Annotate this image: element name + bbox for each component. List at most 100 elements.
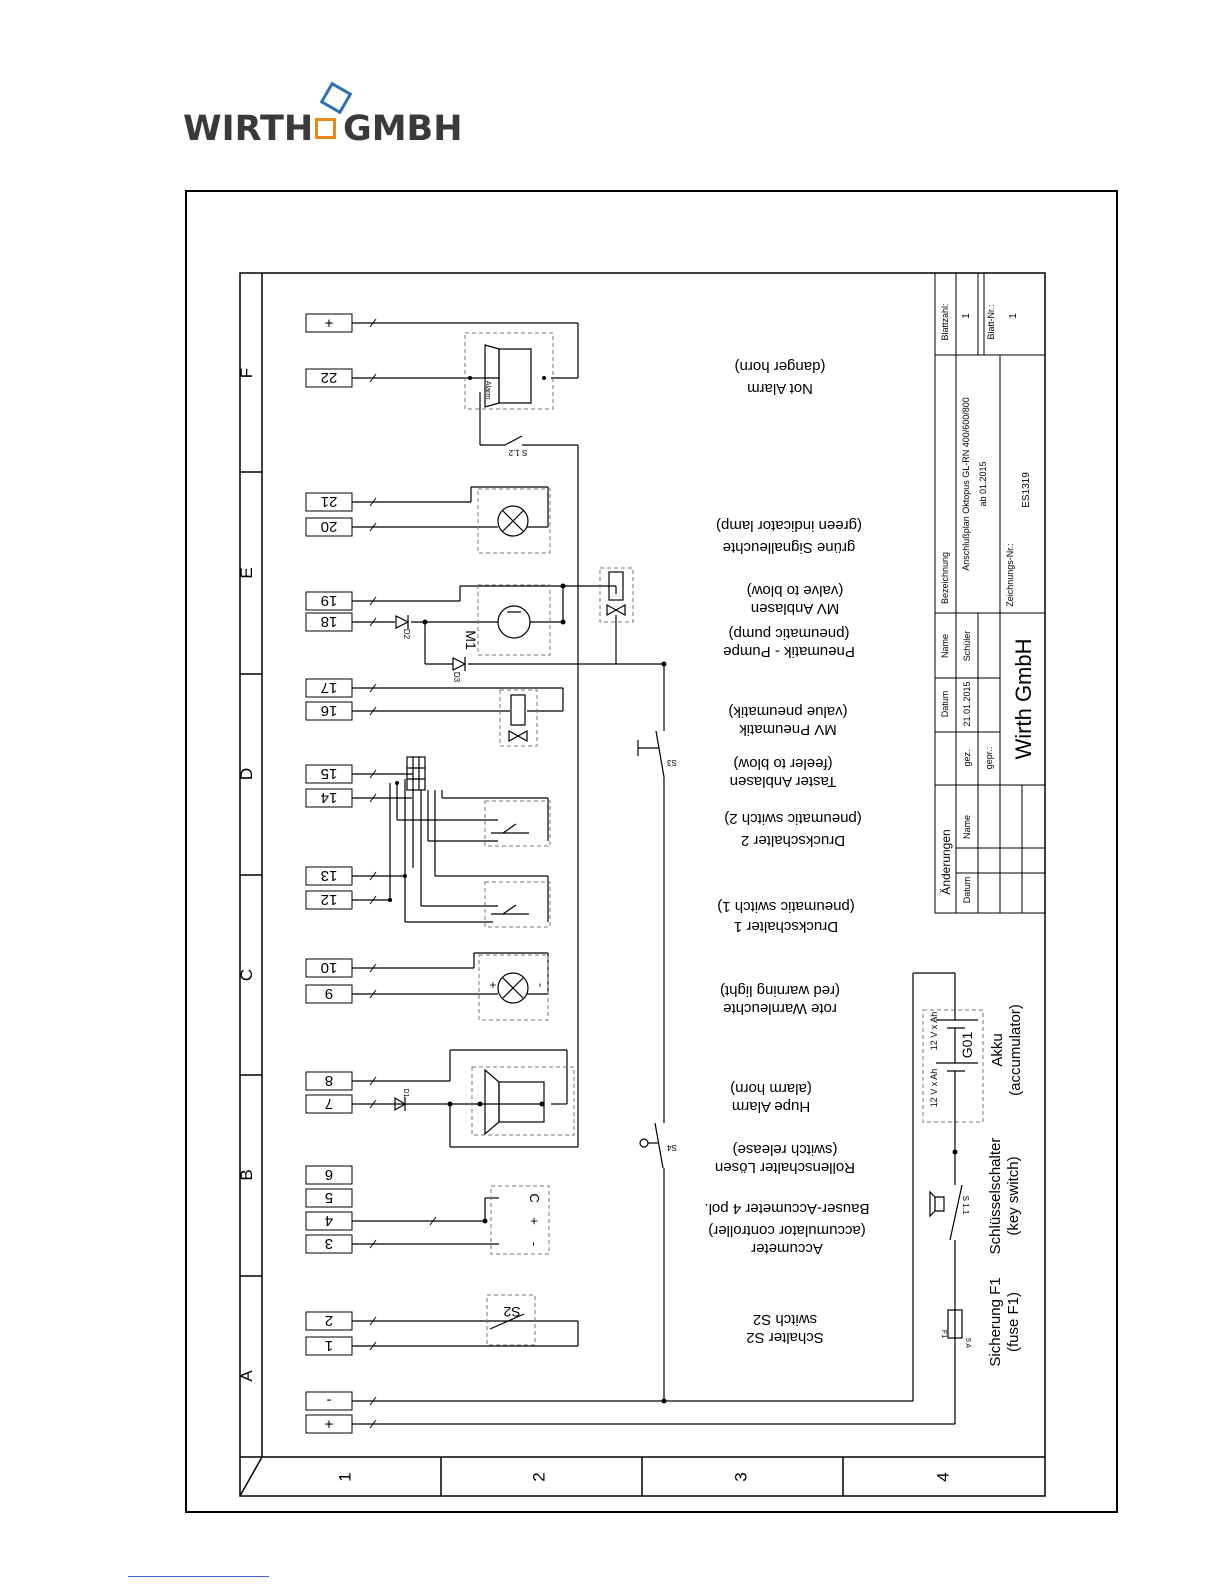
desc-gruene: grüne Signalleuchte [723,539,856,556]
desc-taster-en: (feeler to blow) [733,755,832,772]
desc-hupe: Hupe Alarm [732,1098,810,1115]
switch-s3-tag: S3 [667,758,677,767]
component-tags: S2 - + C D1 D2 D3 M1 S3 S4 S 1.2 S 1.1 F… [402,381,975,1349]
terminal-label: 21 [321,493,338,510]
battery-g01-tag: G01 [959,1032,975,1059]
title-gez-date: 21.01.2015 [962,681,972,726]
desc-pumpe-en: (pneumatic pump) [729,625,850,642]
battery-2-rating: 12 V x Ah [929,1012,939,1051]
desc-hupe-en: (alarm horn) [730,1080,812,1097]
terminal-label: 15 [321,765,338,782]
terminal-label: 2 [325,1312,333,1329]
accumeter-pin-minus: - [527,1242,542,1246]
component-descriptions: Schalter S2 switch S2 Accumeter (accumul… [704,358,1024,1367]
component-symbols [394,344,978,1339]
terminal-label: 14 [321,789,338,806]
grid-row-label: F [237,368,256,378]
grid-row-label: D [237,768,256,780]
title-ab: ab 01.2015 [978,461,988,506]
title-name: Name [940,634,950,658]
terminal-label: + [324,1415,333,1432]
terminal-label: 6 [325,1166,333,1183]
grid-row-label: E [237,567,256,578]
fuse-f1-tag: F1 [940,1330,947,1338]
grid-col-label: 2 [529,1472,548,1481]
footer-link-underline[interactable] [128,1576,269,1577]
title-zeichnungsnr: Zeichnungs-Nr.: [1005,543,1015,607]
switch-s2-tag: S2 [503,1304,520,1320]
title-datum-col: Datum [962,877,972,904]
accumeter-pin-plus: + [527,1217,542,1225]
horn-alarm-tag: Alarm [484,381,491,399]
desc-taster: Taster Anblasen [730,773,837,790]
desc-rollen-en: (switch release) [732,1141,837,1158]
battery-1-rating: 12 V x Ah [929,1069,939,1108]
terminal-label: + [324,314,333,331]
fuse-rating: 5 A [964,1338,971,1348]
switch-s11-tag: S 1.1 [961,1196,970,1215]
desc-gruene-en: (green indicator lamp) [716,517,862,534]
desc-accumeter-en: (accumulator controller) [708,1222,866,1239]
plus-terminal-mark: + [486,981,500,988]
desc-schalter: Schalter S2 [746,1329,824,1346]
motor-m1-tag: M1 [463,630,479,650]
accumeter-pin-c: C [527,1193,542,1202]
title-drawing-no: ES1319 [1021,472,1032,508]
desc-mvpneu: MV Pneumatik [739,721,837,738]
grid-row-label: C [237,969,256,981]
terminal-label: 16 [321,702,338,719]
desc-mvanb-en: (valve to blow) [747,582,844,599]
diode-d3-tag: D3 [452,672,461,683]
desc-notalarm: Not Alarm [747,380,813,397]
terminal-label: 10 [321,959,338,976]
terminal-blocks: + - 1 2 3 4 5 6 7 8 9 10 12 13 14 15 16 … [305,313,353,1434]
title-blattzahl: Blattzahl: [940,303,950,340]
page-frame [185,190,1118,1513]
terminal-label: 19 [321,592,338,609]
desc-schluessel-en: (key switch) [1005,1156,1022,1235]
desc-schluessel: Schlüsselschalter [987,1138,1004,1255]
terminal-label: 7 [325,1095,333,1112]
title-gez: gez. [962,749,972,766]
grid-row-label: A [237,1370,256,1382]
desc-rote-en: (red warning light) [720,982,840,999]
title-blattnr-value: 1 [1008,313,1019,319]
drawing-border [239,272,1046,1497]
terminal-label: 13 [321,867,338,884]
desc-druck1-en: (pneumatic switch 1) [717,898,855,915]
diode-d2-tag: D2 [402,629,411,640]
desc-druck2: Druckschalter 2 [741,832,845,849]
desc-bauser: Bauser-Accumeter 4 pol. [704,1200,869,1217]
minus-terminal-mark: - [534,983,548,987]
company-logo: WIRTH GMBH [183,80,473,155]
junction-dots [388,376,958,1404]
title-blattzahl-value: 1 [961,313,972,319]
terminal-label: 4 [325,1212,333,1229]
desc-druck2-en: (pneumatic switch 2) [724,810,862,827]
title-blattnr: Blatt-Nr.: [986,304,996,339]
title-bezeichnung: Bezeichnung [940,552,950,604]
terminal-label: 17 [321,679,338,696]
logo-text-wirth: WIRTH [183,109,314,149]
desc-akku-en: (accumulator) [1007,1004,1024,1096]
diode-d1-tag: D1 [402,1089,409,1098]
title-company: Wirth GmbH [1011,639,1036,760]
title-name-col: Name [962,815,972,839]
logo-square-shape [315,118,336,139]
grid-row-label: B [237,1169,256,1180]
desc-notalarm-en: (danger horn) [735,358,826,375]
terminal-label: 18 [321,613,338,630]
terminal-label: 8 [325,1072,333,1089]
terminal-label: 5 [325,1189,333,1206]
switch-s12-tag: S 1.2 [508,448,527,457]
terminal-label: - [327,1392,332,1409]
terminal-label: 1 [325,1337,333,1354]
desc-sicherung: Sicherung F1 [987,1277,1004,1366]
wire-ticks [369,318,437,1429]
title-gez-name: Schüler [962,631,972,662]
desc-pumpe: Pneumatik - Pumpe [723,643,855,660]
desc-druck1: Druckschalter 1 [734,918,838,935]
desc-rollen: Rollenschalter Lösen [715,1159,855,1176]
dashed-component-boxes [464,332,984,1346]
terminal-label: 9 [325,985,333,1002]
